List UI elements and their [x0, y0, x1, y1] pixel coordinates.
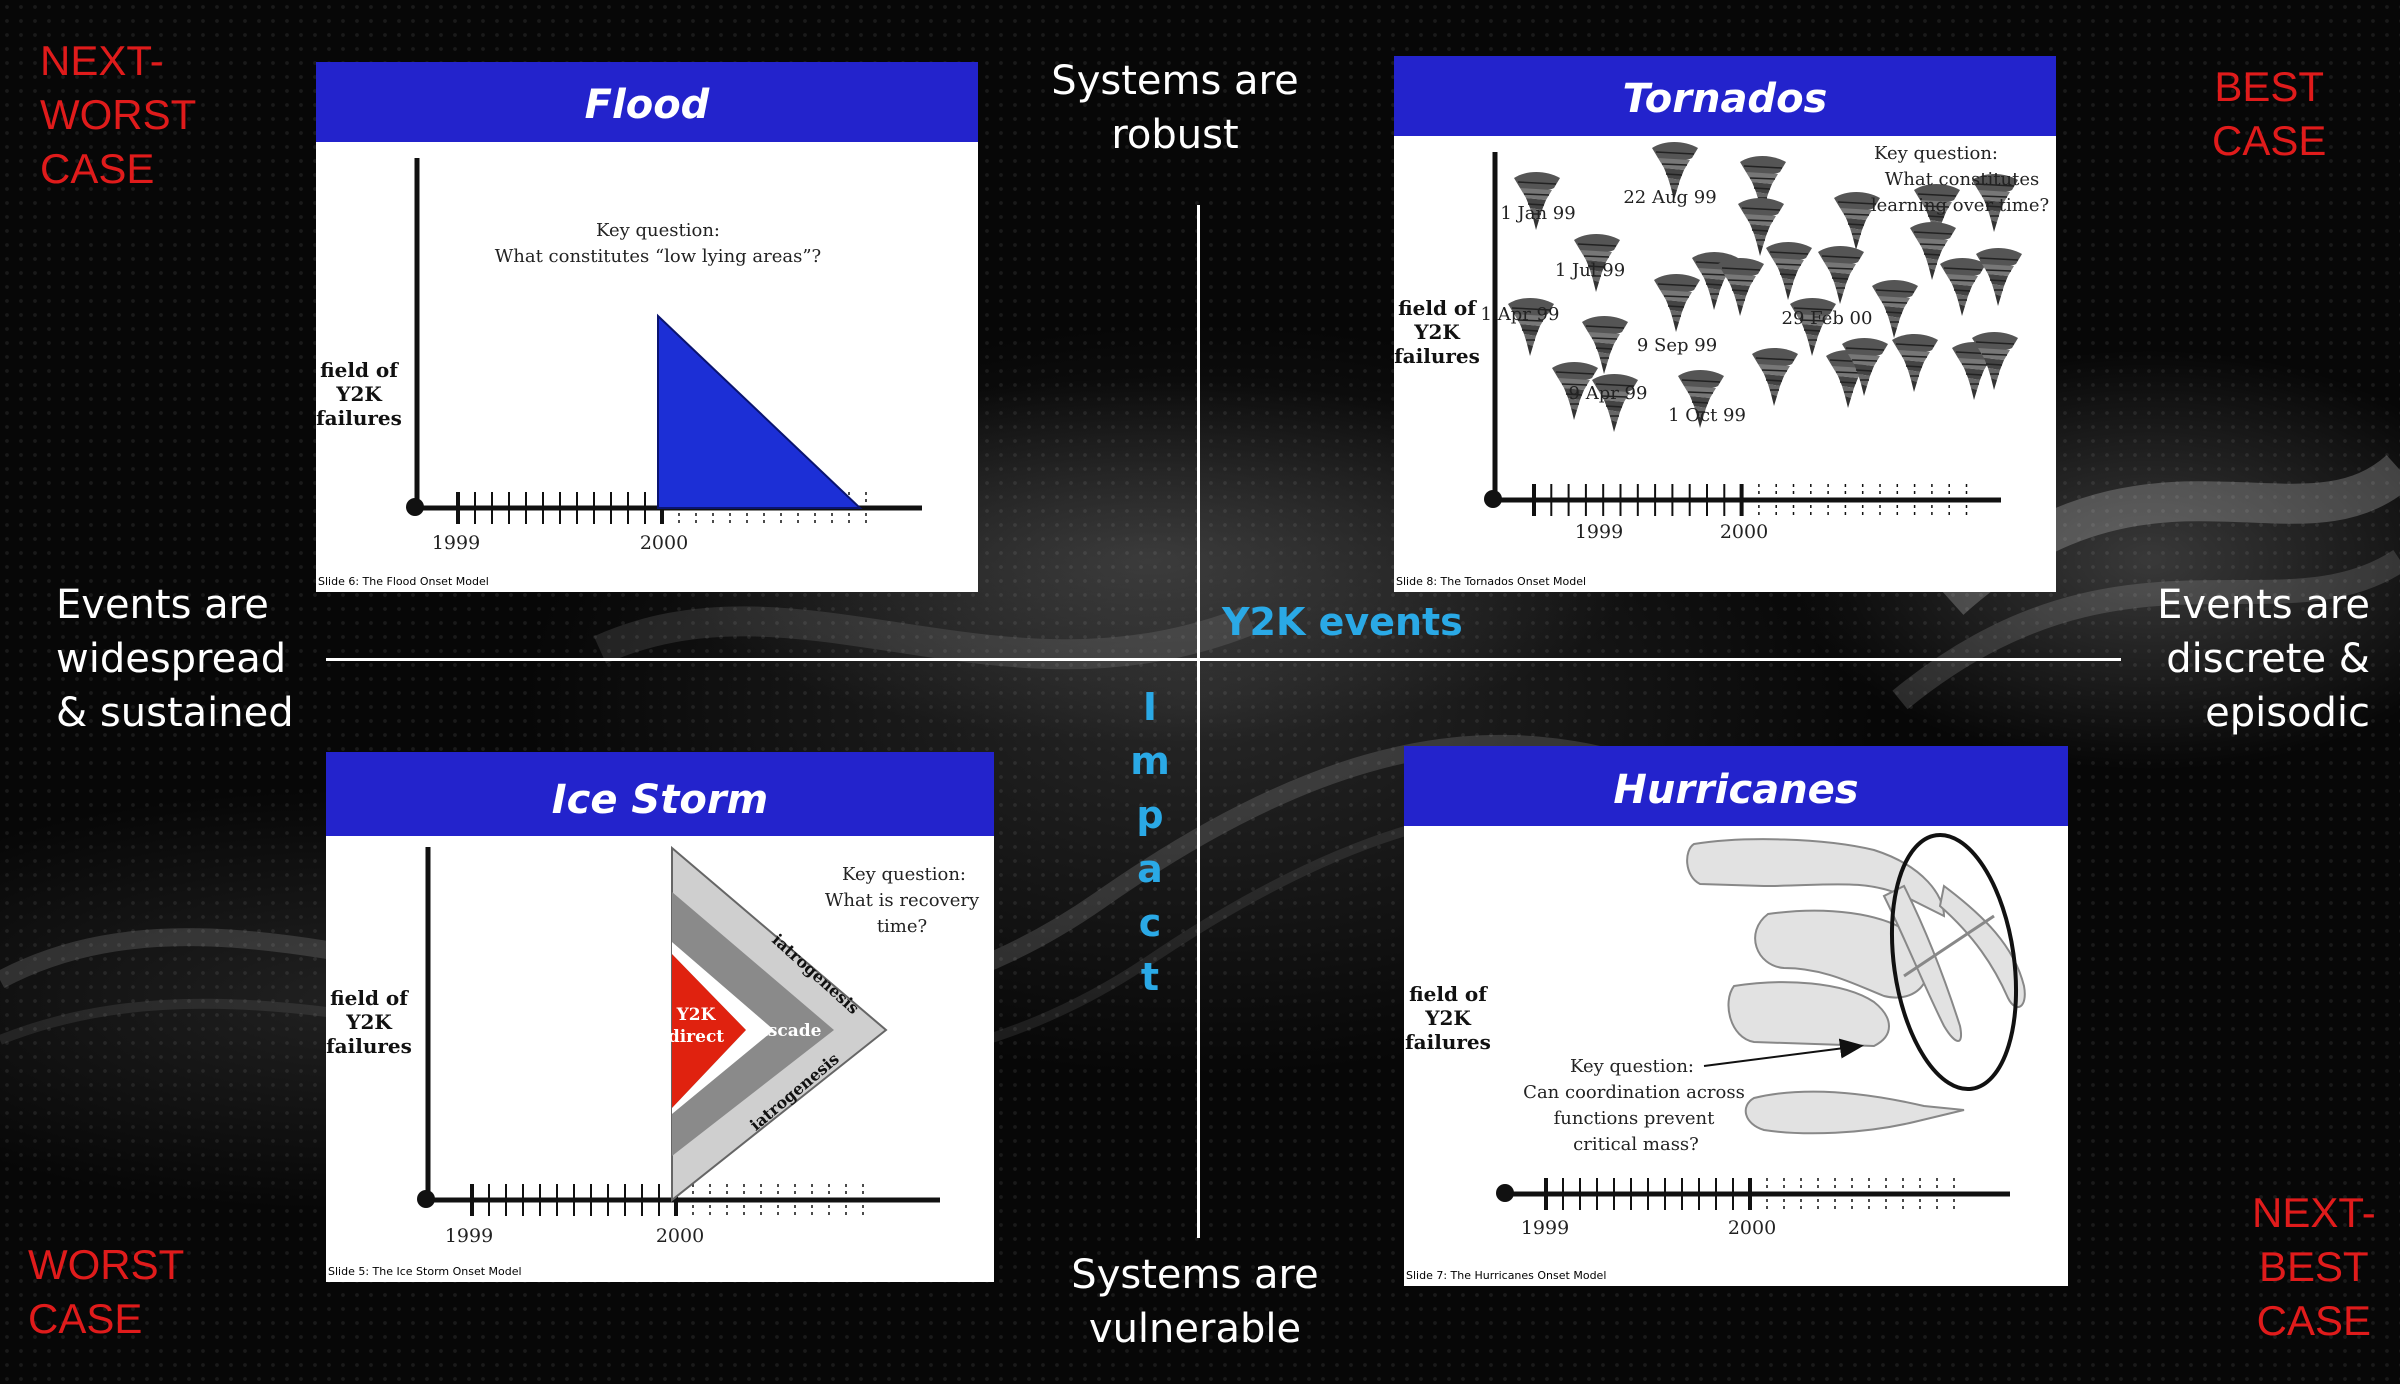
- key-question-text: What constitutes “low lying areas”?: [495, 246, 821, 267]
- ice-storm-chart: Y2K direct cascade iatrogenesis iatrogen…: [417, 845, 980, 1247]
- axis-origin-dot: [1496, 1184, 1514, 1202]
- corner-label-best-case: BEST CASE: [2212, 63, 2327, 164]
- hurricanes-chart: Key question: Can coordination across fu…: [1496, 832, 2026, 1239]
- horizontal-axis-line: [326, 658, 2121, 661]
- hurricane-cloud-2: [1754, 909, 1930, 999]
- tornado-icon: [1765, 241, 1813, 301]
- y-axis-label: field of Y2K failures: [316, 358, 402, 430]
- flood-triangle: [657, 313, 863, 509]
- panel-title: Ice Storm: [326, 752, 994, 836]
- axis-label-y2k-events: Y2K events: [1222, 600, 1463, 644]
- slide-caption: Slide 8: The Tornados Onset Model: [1396, 575, 1587, 588]
- x-tick-label-1999: 1999: [1521, 1217, 1569, 1239]
- axis-origin-dot: [406, 498, 424, 516]
- hurricane-cloud-4: [1744, 1090, 1965, 1135]
- tornados-chart: Key question: What constitutes learning …: [1481, 141, 2049, 543]
- axis-origin-dot: [417, 1190, 435, 1208]
- vertical-axis-line: [1197, 205, 1200, 1238]
- label-y2k: Y2K: [676, 1005, 717, 1025]
- key-question-line-2: learning over time?: [1871, 195, 2049, 216]
- date-label: 9 Sep 99: [1637, 335, 1717, 356]
- label-cascade: cascade: [746, 1021, 821, 1041]
- key-question-line-1: Can coordination across: [1523, 1082, 1745, 1103]
- label-direct: direct: [668, 1027, 724, 1047]
- key-question-heading: Key question:: [596, 220, 720, 241]
- tornado-icon: [1939, 257, 1987, 317]
- tornado-icon: [1717, 257, 1765, 317]
- key-question-heading: Key question:: [1570, 1056, 1694, 1077]
- key-question-line-2: time?: [877, 916, 927, 937]
- corner-label-worst-case: WORST CASE: [28, 1241, 185, 1342]
- slide-caption: Slide 7: The Hurricanes Onset Model: [1406, 1269, 1607, 1282]
- panel-ice-storm: Ice Storm field of Y2K failures Y2K dire…: [326, 752, 994, 1282]
- date-label: 1 Oct 99: [1668, 405, 1746, 426]
- y-axis-label: field of Y2K failures: [1394, 296, 1480, 368]
- x-tick-label-2000: 2000: [1720, 521, 1768, 543]
- tornado-icon: [1653, 273, 1701, 333]
- edge-label-events-discrete: Events are discrete & episodic: [2157, 582, 2370, 736]
- panel-hurricanes: Hurricanes field of Y2K failures Key que…: [1404, 746, 2068, 1286]
- slide-caption: Slide 5: The Ice Storm Onset Model: [328, 1265, 522, 1278]
- key-question-line-2: functions prevent: [1554, 1108, 1716, 1129]
- key-question-line-3: critical mass?: [1573, 1134, 1699, 1155]
- x-axis-ticks: [1532, 484, 1968, 516]
- tornado-icon: [1891, 333, 1939, 393]
- tornado-icon: [1871, 279, 1919, 339]
- tornado-icon: [1975, 247, 2023, 307]
- x-tick-label-2000: 2000: [640, 532, 688, 554]
- hurricane-cloud-1: [1686, 838, 1946, 918]
- x-tick-label-2000: 2000: [1728, 1217, 1776, 1239]
- date-label: 1 Jul 99: [1555, 260, 1625, 281]
- flood-chart: Key question: What constitutes “low lyin…: [406, 158, 922, 554]
- hurricane-cloud-3: [1727, 981, 1890, 1048]
- key-question-line-1: What constitutes: [1885, 169, 2039, 190]
- edge-label-systems-robust: Systems are robust: [1051, 58, 1299, 158]
- panel-title: Flood: [316, 62, 978, 142]
- y-axis-label: field of Y2K failures: [326, 986, 412, 1058]
- x-tick-label-1999: 1999: [432, 532, 480, 554]
- panel-title: Tornados: [1394, 56, 2056, 136]
- date-label: 29 Feb 00: [1782, 308, 1873, 329]
- hurricane-band-2: [1938, 884, 2026, 1008]
- date-label: 22 Aug 99: [1623, 187, 1716, 208]
- x-tick-label-1999: 1999: [1575, 521, 1623, 543]
- y-axis-label: field of Y2K failures: [1405, 982, 1491, 1054]
- key-question-heading: Key question:: [1874, 143, 1998, 164]
- edge-label-systems-vulnerable: Systems are vulnerable: [1071, 1252, 1319, 1352]
- tornado-icon: [1751, 347, 1799, 407]
- edge-label-events-widespread: Events are widespread & sustained: [56, 582, 294, 736]
- x-axis-ticks: [470, 1184, 864, 1216]
- date-label: 1 Jan 99: [1500, 203, 1575, 224]
- layer-y2k-direct: [672, 954, 746, 1108]
- x-tick-label-1999: 1999: [445, 1225, 493, 1247]
- date-label: 1 Apr 99: [1481, 304, 1560, 325]
- key-question-arrow: [1703, 1038, 1864, 1067]
- panel-flood: Flood field of Y2K failures Key question…: [316, 62, 978, 592]
- axis-origin-dot: [1484, 490, 1502, 508]
- corner-label-next-best-case: NEXT- BEST CASE: [2252, 1189, 2376, 1344]
- slide-caption: Slide 6: The Flood Onset Model: [318, 575, 489, 588]
- axis-label-impact: I m p a c t: [1130, 685, 1170, 999]
- x-axis-ticks: [1544, 1178, 1955, 1210]
- panel-tornados: Tornados Key question: What constitutes …: [1394, 56, 2056, 592]
- key-question-heading: Key question:: [842, 864, 966, 885]
- date-label: 9 Apr 99: [1569, 383, 1648, 404]
- x-tick-label-2000: 2000: [656, 1225, 704, 1247]
- hurricane-streak: [1903, 914, 1995, 978]
- corner-label-next-worst-case: NEXT- WORST CASE: [40, 37, 197, 192]
- tornado-icon: [1817, 245, 1865, 305]
- layer-divider: [672, 942, 774, 1114]
- critical-mass-ellipse: [1889, 832, 2019, 1092]
- key-question-line-1: What is recovery: [825, 890, 980, 911]
- panel-title: Hurricanes: [1404, 746, 2068, 826]
